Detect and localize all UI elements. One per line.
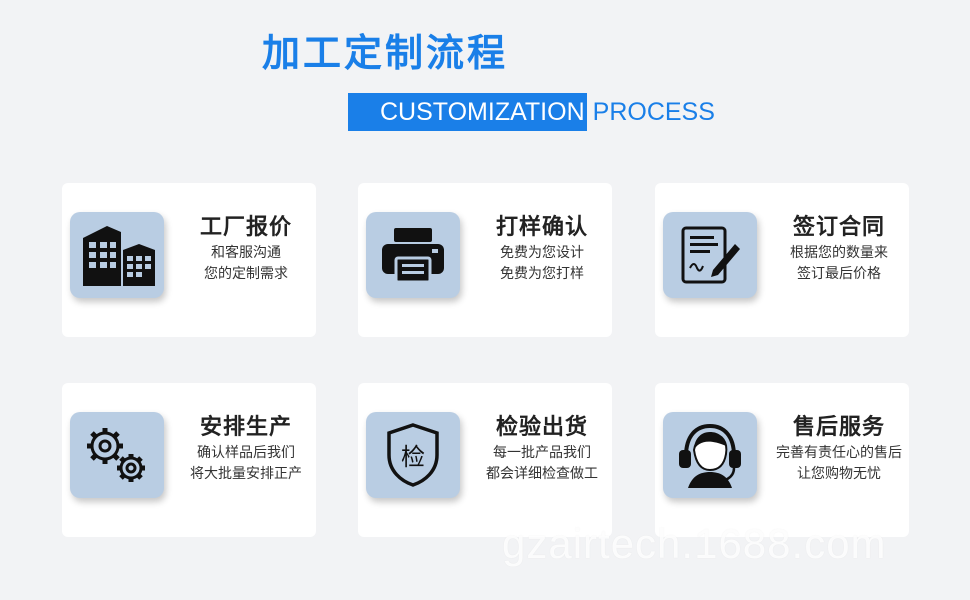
- step-desc-line1: 和客服沟通: [211, 245, 281, 261]
- step-title: 签订合同: [792, 215, 885, 240]
- step-title: 售后服务: [792, 415, 885, 440]
- subtitle-rest: PROCESS: [592, 98, 715, 126]
- step-card-factory-quote: 工厂报价 和客服沟通 您的定制需求: [62, 183, 316, 337]
- step-desc-line1: 免费为您设计: [500, 245, 584, 261]
- step-card-sample-confirm: 打样确认 免费为您设计 免费为您打样: [358, 183, 612, 337]
- inspection-shield-icon: 检: [366, 412, 460, 498]
- step-title: 打样确认: [495, 215, 588, 240]
- step-card-production: 安排生产 确认样品后我们 将大批量安排正产: [62, 383, 316, 537]
- step-card-inspection: 检 检验出货 每一批产品我们 都会详细检查做工: [358, 383, 612, 537]
- customer-service-headset-icon: [663, 412, 757, 498]
- step-card-sign-contract: 签订合同 根据您的数量来 签订最后价格: [655, 183, 909, 337]
- step-desc-line2: 签订最后价格: [797, 266, 881, 282]
- contract-icon: [663, 212, 757, 298]
- page-subtitle: CUSTOMIZATION PROCESS: [348, 93, 715, 131]
- step-desc-line2: 都会详细检查做工: [486, 466, 598, 482]
- step-title: 安排生产: [199, 415, 292, 440]
- step-title: 工厂报价: [199, 215, 292, 240]
- subtitle-highlight: CUSTOMIZATION: [348, 93, 587, 131]
- step-desc-line1: 每一批产品我们: [493, 445, 591, 461]
- step-desc-line1: 根据您的数量来: [790, 245, 888, 261]
- gears-icon: [70, 412, 164, 498]
- step-title: 检验出货: [495, 415, 588, 440]
- step-desc-line2: 让您购物无忧: [797, 466, 881, 482]
- step-desc-line1: 完善有责任心的售后: [776, 445, 902, 461]
- step-desc-line1: 确认样品后我们: [197, 445, 295, 461]
- step-desc-line2: 您的定制需求: [204, 266, 288, 282]
- step-desc-line2: 将大批量安排正产: [190, 466, 302, 482]
- watermark: gzairtech.1688.com: [502, 520, 887, 567]
- svg-text:检: 检: [401, 443, 425, 471]
- step-desc-line2: 免费为您打样: [500, 266, 584, 282]
- page-title: 加工定制流程: [262, 31, 509, 75]
- printer-icon: [366, 212, 460, 298]
- factory-icon: [70, 212, 164, 298]
- step-card-after-sales: 售后服务 完善有责任心的售后 让您购物无忧: [655, 383, 909, 537]
